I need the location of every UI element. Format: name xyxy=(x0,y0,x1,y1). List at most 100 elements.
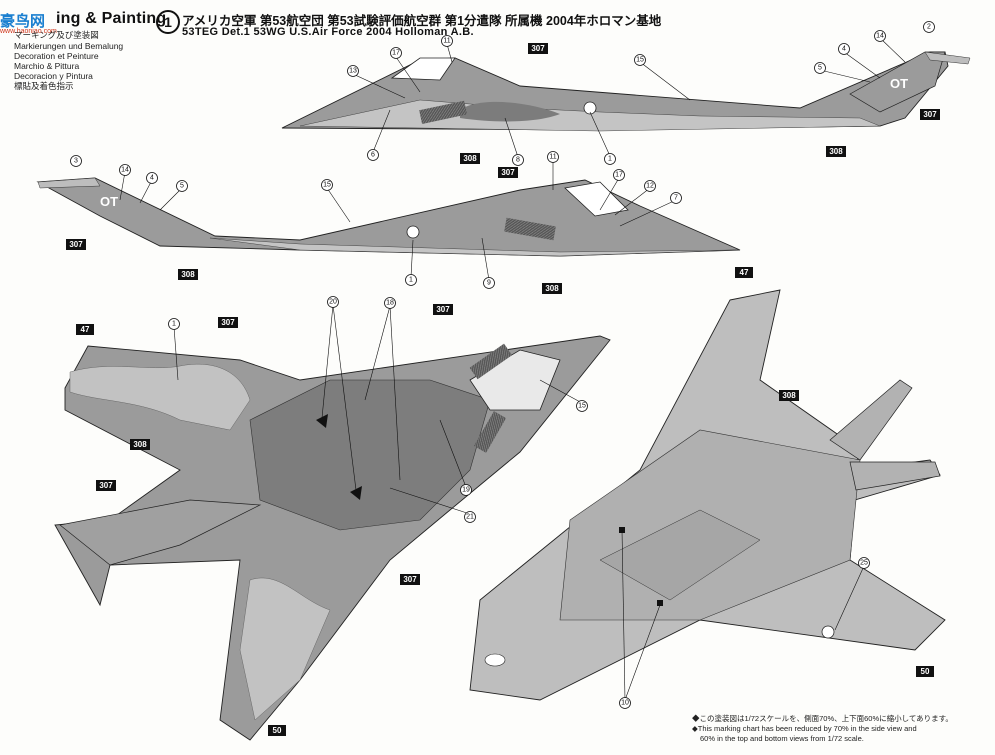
sheet-subtitle-es: Decoracion y Pintura xyxy=(14,71,93,81)
svg-text:5: 5 xyxy=(180,183,184,190)
bottom-roundel xyxy=(821,625,835,639)
code-307-top-c: 307 xyxy=(96,480,116,491)
svg-text:15: 15 xyxy=(636,57,644,64)
decal-14-side2: 14 xyxy=(119,164,131,176)
side2-canopy xyxy=(564,181,629,217)
decal-11-side1: 11 xyxy=(441,35,453,47)
svg-text:47: 47 xyxy=(81,325,90,334)
scale-note-jp: ◆この塗装図は1/72スケールを、側面70%、上下面60%に縮小してあります。 xyxy=(692,714,953,723)
decal-3-side2: 3 xyxy=(70,155,82,167)
svg-text:307: 307 xyxy=(501,168,515,177)
svg-text:8: 8 xyxy=(516,157,520,164)
top-grille-1 xyxy=(469,343,513,380)
decal-2-side1: 2 xyxy=(923,21,935,33)
svg-text:19: 19 xyxy=(462,487,470,494)
site-logo-url: www.haoniao.com xyxy=(0,28,57,35)
svg-text:308: 308 xyxy=(463,154,477,163)
decal-17-side2: 17 xyxy=(613,169,625,181)
decal-4-side2: 4 xyxy=(146,172,158,184)
side1-tail-checker xyxy=(924,51,971,65)
svg-text:307: 307 xyxy=(531,44,545,53)
svg-text:307: 307 xyxy=(221,318,235,327)
svg-text:12: 12 xyxy=(646,183,654,190)
code-50-bottom: 50 xyxy=(916,666,934,677)
scale-note-en-2: 60% in the top and bottom views from 1/7… xyxy=(700,734,864,743)
code-307-top-d: 307 xyxy=(400,574,420,585)
svg-text:6: 6 xyxy=(371,152,375,159)
decal-15-side2: 15 xyxy=(321,179,333,191)
code-47-top: 47 xyxy=(76,324,94,335)
svg-text:20: 20 xyxy=(329,299,337,306)
decal-1-side2: 1 xyxy=(405,274,417,286)
code-307-side1-a: 307 xyxy=(528,43,548,54)
decal-callouts: 17 11 13 6 8 1 15 4 5 14 2 3 14 4 5 15 1… xyxy=(70,21,935,709)
top-grille-2 xyxy=(473,411,507,453)
decal-1-top: 1 xyxy=(168,318,180,330)
side1-intake-grille xyxy=(419,100,468,124)
svg-text:47: 47 xyxy=(740,268,749,277)
scale-note-en-1: ◆This marking chart has been reduced by … xyxy=(692,724,917,733)
svg-text:308: 308 xyxy=(545,284,559,293)
sheet-subtitle-fr: Decoration et Peinture xyxy=(14,51,99,61)
sheet-subtitle-it: Marchio & Pittura xyxy=(14,61,80,71)
bottom-light xyxy=(484,653,506,667)
svg-text:307: 307 xyxy=(403,575,417,584)
svg-text:308: 308 xyxy=(829,147,843,156)
sheet-title: ing & Painting xyxy=(56,10,167,27)
sheet-subtitle-de: Markierungen und Bemalung xyxy=(14,41,124,51)
svg-text:18: 18 xyxy=(386,300,394,307)
svg-text:14: 14 xyxy=(876,33,884,40)
bottom-tail-1 xyxy=(829,379,913,461)
code-307-top-a: 307 xyxy=(218,317,238,328)
top-light-camo-2 xyxy=(239,577,331,721)
sheet-subtitle-jp: マーキング及び塗装図 xyxy=(14,30,99,40)
top-intake-dot-1 xyxy=(316,414,328,428)
svg-text:7: 7 xyxy=(674,195,678,202)
decal-19-top: 19 xyxy=(460,484,472,496)
svg-text:308: 308 xyxy=(133,440,147,449)
decal-1-side1: 1 xyxy=(604,153,616,165)
code-308-side1-b: 308 xyxy=(826,146,846,157)
svg-text:13: 13 xyxy=(349,68,357,75)
svg-text:25: 25 xyxy=(860,560,868,567)
svg-text:308: 308 xyxy=(181,270,195,279)
decal-8-side1: 8 xyxy=(512,154,524,166)
decal-4-side1: 4 xyxy=(838,43,850,55)
code-308-side2-a: 308 xyxy=(178,269,198,280)
decal-10-bottom: 10 xyxy=(619,697,631,709)
color-code-boxes: 307 307 308 308 307 307 308 308 47 307 3… xyxy=(66,43,940,736)
svg-text:307: 307 xyxy=(69,240,83,249)
code-307-side1-b: 307 xyxy=(920,109,940,120)
decal-25-bottom: 25 xyxy=(858,557,870,569)
decal-21-top: 21 xyxy=(464,511,476,523)
sheet-subtitle-cn: 標貼及着色指示 xyxy=(14,81,74,91)
svg-text:14: 14 xyxy=(121,167,129,174)
code-47-bottom: 47 xyxy=(735,267,753,278)
decal-14-side1: 14 xyxy=(874,30,886,42)
svg-text:17: 17 xyxy=(392,50,400,57)
decal-18-top: 18 xyxy=(384,297,396,309)
side1-tail xyxy=(849,51,946,113)
top-rear-wing xyxy=(59,499,262,566)
top-fuselage-dark xyxy=(249,379,491,531)
decal-5-side1: 5 xyxy=(814,62,826,74)
decal-13-side1: 13 xyxy=(347,65,359,77)
bottom-tail-2 xyxy=(849,461,941,491)
side1-tail-code: OT xyxy=(890,76,908,91)
code-308-side2-b: 308 xyxy=(542,283,562,294)
decal-15-top: 15 xyxy=(576,400,588,412)
svg-text:10: 10 xyxy=(621,700,629,707)
svg-text:1: 1 xyxy=(172,321,176,328)
bottom-mark-2 xyxy=(657,600,663,606)
side2-tail-checker xyxy=(37,177,101,189)
side2-intake-grille xyxy=(504,217,556,241)
svg-text:1: 1 xyxy=(409,277,413,284)
top-view-aircraft xyxy=(54,335,611,741)
svg-text:15: 15 xyxy=(323,182,331,189)
scheme-description-en: 53TEG Det.1 53WG U.S.Air Force 2004 Holl… xyxy=(182,26,474,38)
bottom-view-aircraft xyxy=(469,289,946,701)
svg-text:307: 307 xyxy=(923,110,937,119)
svg-text:11: 11 xyxy=(549,154,556,161)
code-308-top: 308 xyxy=(130,439,150,450)
